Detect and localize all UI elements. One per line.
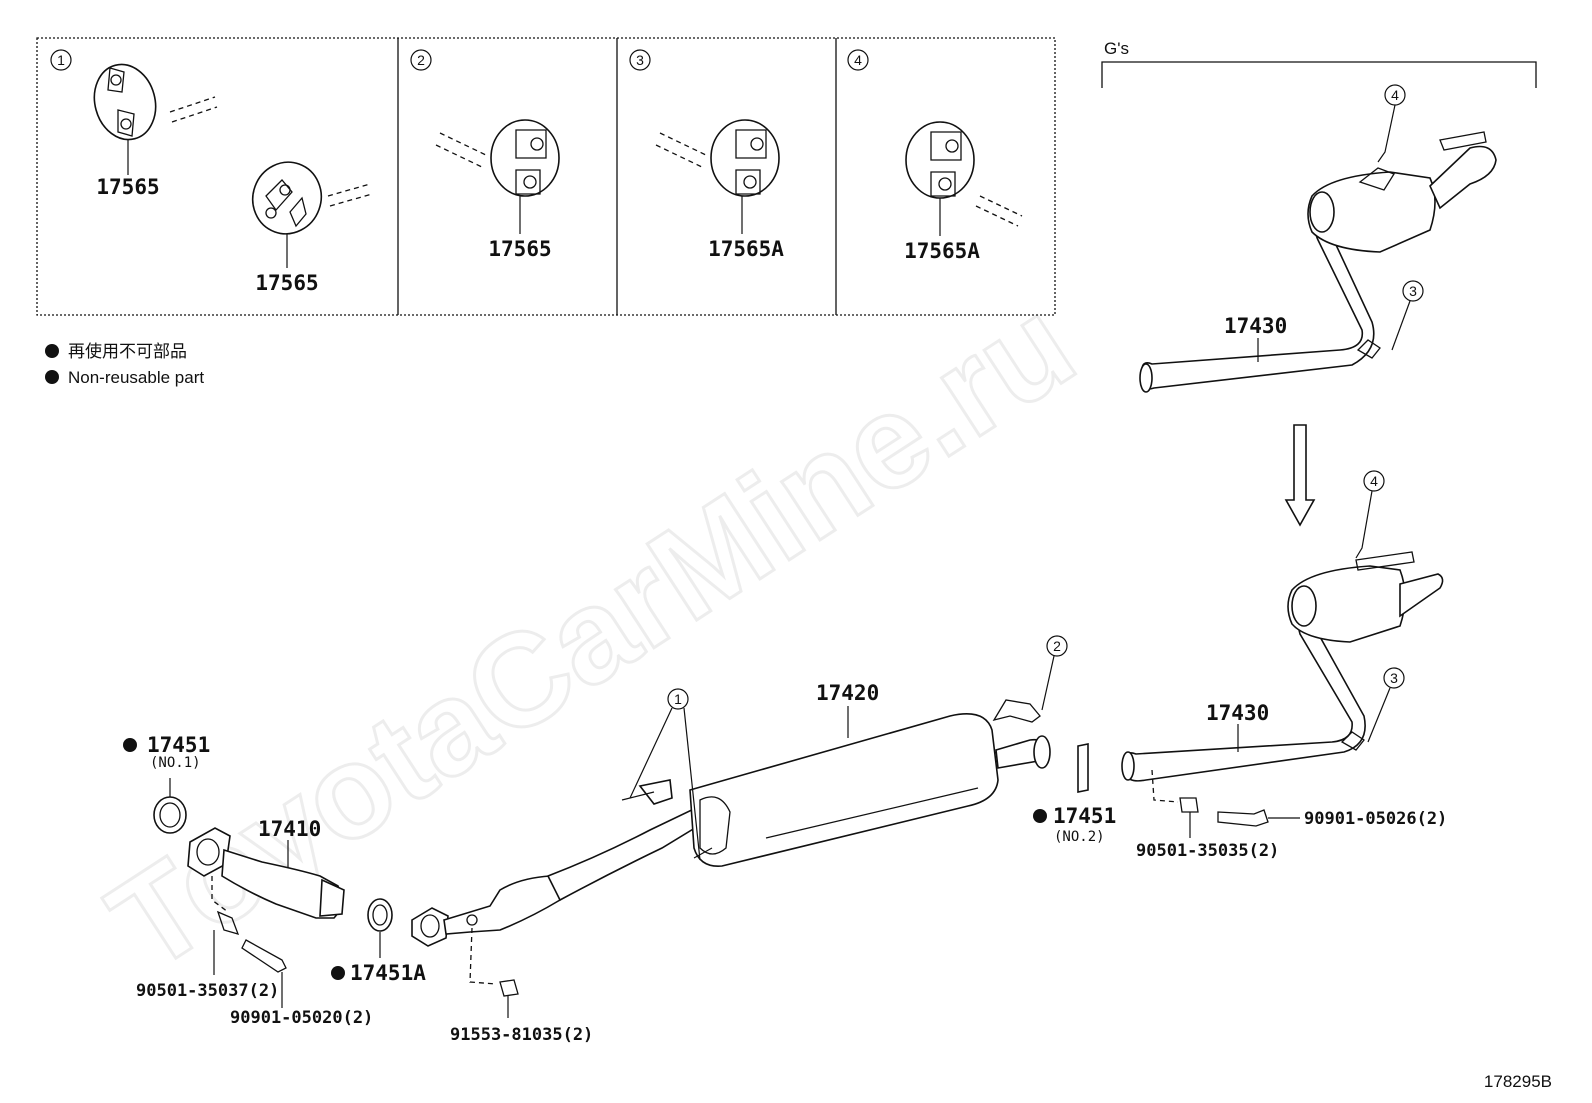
hanger-icon (93, 63, 157, 141)
callout-4-top: 4 (1391, 87, 1399, 103)
tail-pipe-assembly (1121, 551, 1444, 782)
part-label-17430-top: 17430 (1224, 314, 1287, 338)
non-reusable-dot-icon (45, 344, 59, 358)
hanger-icon (490, 119, 560, 197)
legend-japanese: 再使用不可部品 (68, 341, 187, 361)
detail-box-4: 4 17565A (847, 49, 1023, 263)
non-reusable-dot-icon (1033, 809, 1047, 823)
detail-box-3-number: 3 (636, 52, 644, 68)
part-label-17565a-a: 17565A (708, 237, 784, 261)
part-label-17451a: 17451A (350, 961, 426, 985)
stud-icon (1179, 797, 1199, 813)
callout-2: 2 (1053, 638, 1061, 654)
arrow-down-icon (1284, 424, 1316, 527)
detail-box-2-number: 2 (417, 52, 425, 68)
gasket-icon (1077, 743, 1089, 793)
tail-pipe-assembly-gs (1139, 131, 1497, 393)
part-label-17565a-b: 17565A (904, 239, 980, 263)
main-exhaust-assembly: 17451 (NO.1) 17410 90501-35037(2) 90901-… (123, 470, 1447, 1045)
part-label-90901-05026: 90901-05026(2) (1304, 809, 1447, 829)
detail-box-1: 1 17565 17565 (50, 49, 373, 295)
callout-4-bottom: 4 (1370, 473, 1378, 489)
center-exhaust-pipe-17420 (411, 699, 1051, 947)
legend: 再使用不可部品 Non-reusable part (45, 341, 204, 387)
detail-box-2: 2 17565 (410, 49, 560, 261)
detail-boxes: 1 17565 17565 2 (36, 37, 1056, 316)
part-label-91553-81035: 91553-81035(2) (450, 1025, 593, 1045)
callout-3-top: 3 (1409, 283, 1417, 299)
non-reusable-dot-icon (123, 738, 137, 752)
part-label-90901-05020: 90901-05020(2) (230, 1008, 373, 1028)
part-sub-17451-no1: (NO.1) (150, 755, 201, 771)
part-label-17420: 17420 (816, 681, 879, 705)
hanger-icon (905, 121, 975, 199)
hanger-icon (710, 119, 780, 197)
stud-icon (216, 910, 240, 935)
callout-3-bottom: 3 (1390, 670, 1398, 686)
gs-variant: G's 4 3 17430 (1101, 39, 1537, 393)
variant-label: G's (1104, 39, 1129, 58)
non-reusable-dot-icon (45, 370, 59, 384)
part-label-17565-a: 17565 (96, 175, 159, 199)
part-label-17565-b: 17565 (255, 271, 318, 295)
figure-id: 178295B (1484, 1072, 1552, 1091)
gasket-icon (367, 898, 393, 932)
part-label-17451-no2: 17451 (1053, 804, 1116, 828)
part-sub-17451-no2: (NO.2) (1054, 829, 1105, 845)
legend-english: Non-reusable part (68, 368, 204, 387)
hanger-icon (251, 161, 323, 235)
bolt-icon (499, 979, 519, 997)
part-label-17430-bottom: 17430 (1206, 701, 1269, 725)
callout-1: 1 (674, 691, 682, 707)
detail-box-4-number: 4 (854, 52, 862, 68)
part-label-90501-35035: 90501-35035(2) (1136, 841, 1279, 861)
part-label-17451-no1: 17451 (147, 733, 210, 757)
bolt-icon (1217, 809, 1269, 827)
front-exhaust-pipe-17410 (187, 827, 345, 919)
bolt-icon (241, 939, 287, 973)
part-label-90501-35037: 90501-35037(2) (136, 981, 279, 1001)
part-label-17565-c: 17565 (488, 237, 551, 261)
detail-box-3: 3 17565A (629, 49, 784, 261)
detail-box-1-number: 1 (57, 52, 65, 68)
non-reusable-dot-icon (331, 966, 345, 980)
part-label-17410: 17410 (258, 817, 321, 841)
watermark: ToyotaCarMine.ru (85, 269, 1098, 998)
